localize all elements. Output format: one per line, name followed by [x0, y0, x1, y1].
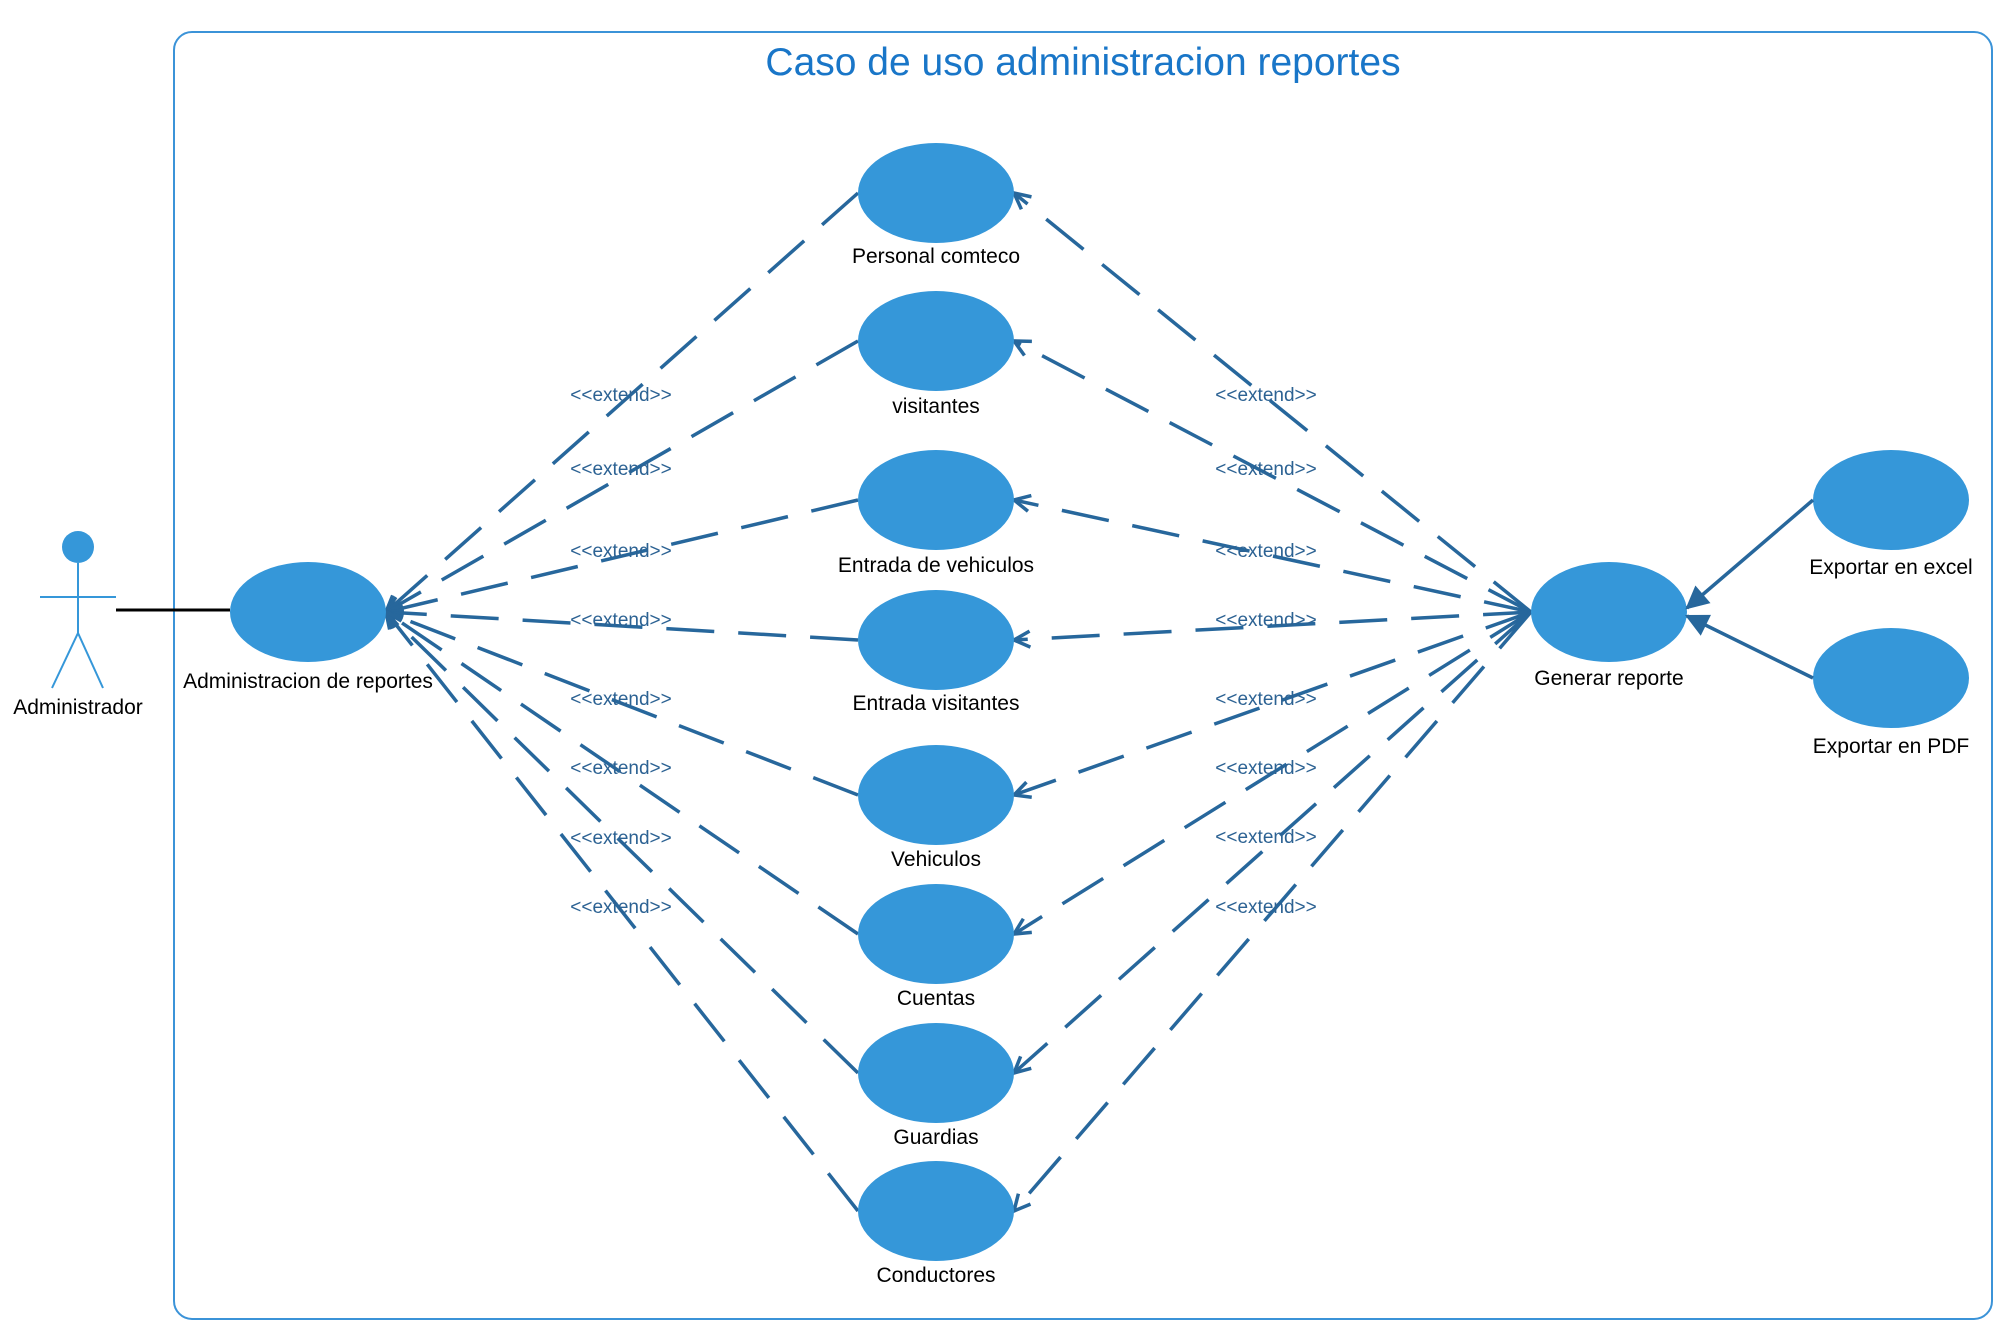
- use-case-vehiculos[interactable]: Vehiculos: [858, 745, 1014, 871]
- use-case-label: Exportar en PDF: [1813, 735, 1969, 758]
- use-case-generar-reporte[interactable]: Generar reporte: [1531, 562, 1687, 690]
- extend-line-from-generar-personal-comteco: [1014, 193, 1533, 614]
- extend-label-right-conductores: <<extend>>: [1215, 897, 1316, 918]
- use-case-label: Vehiculos: [891, 848, 981, 871]
- extend-label-left-vehiculos: <<extend>>: [570, 689, 671, 710]
- extend-label-right-vehiculos: <<extend>>: [1215, 689, 1316, 710]
- use-case-shape: [230, 562, 386, 662]
- use-case-entrada-visitantes[interactable]: Entrada visitantes: [853, 590, 1020, 715]
- extend-label-right-entrada-de-vehiculos: <<extend>>: [1215, 541, 1316, 562]
- use-case-personal-comteco[interactable]: Personal comteco: [852, 143, 1020, 268]
- use-case-shape: [858, 291, 1014, 391]
- use-case-visitantes[interactable]: visitantes: [858, 291, 1014, 418]
- use-case-label: Generar reporte: [1534, 667, 1683, 690]
- extend-line-from-generar-guardias: [1014, 610, 1533, 1073]
- relations-layer: <<extend>> <<extend>> <<extend>> <<extend>>…: [386, 191, 1533, 1213]
- use-case-shape: [858, 1161, 1014, 1261]
- use-case-guardias[interactable]: Guardias: [858, 1023, 1014, 1149]
- actor-administrador[interactable]: Administrador: [13, 531, 143, 719]
- use-case-label: Entrada de vehiculos: [838, 554, 1034, 577]
- actor-label: Administrador: [13, 696, 143, 719]
- use-case-shape: [858, 884, 1014, 984]
- use-case-label: Administracion de reportes: [183, 670, 433, 693]
- extend-line-from-generar-entrada-visitantes: [1014, 610, 1532, 640]
- use-case-cuentas[interactable]: Cuentas: [858, 884, 1014, 1010]
- extend-label-right-cuentas: <<extend>>: [1215, 758, 1316, 779]
- extend-line-to-administracion-personal-comteco: [386, 191, 860, 612]
- extend-line-to-administracion-visitantes: [386, 339, 859, 612]
- use-case-label: Guardias: [893, 1126, 978, 1149]
- system-boundary: [173, 31, 1993, 1320]
- use-case-shape: [858, 590, 1014, 690]
- extend-line-from-generar-cuentas: [1014, 610, 1532, 934]
- use-case-label: Entrada visitantes: [853, 692, 1020, 715]
- extend-label-left-cuentas: <<extend>>: [570, 758, 671, 779]
- extend-label-left-personal-comteco: <<extend>>: [570, 385, 671, 406]
- actor-head: [62, 531, 94, 563]
- actor-right-leg: [77, 632, 104, 689]
- actor-left-leg: [51, 632, 79, 689]
- use-case-shape: [1813, 628, 1969, 728]
- extend-line-from-generar-visitantes: [1014, 341, 1532, 614]
- extend-label-left-guardias: <<extend>>: [570, 828, 671, 849]
- generalization-pdf: [1687, 614, 1814, 680]
- use-case-exportar-en-pdf[interactable]: Exportar en PDF: [1813, 628, 1969, 758]
- use-case-conductores[interactable]: Conductores: [858, 1161, 1014, 1287]
- extend-label-right-visitantes: <<extend>>: [1215, 459, 1316, 480]
- extend-label-right-personal-comteco: <<extend>>: [1215, 385, 1316, 406]
- use-case-entrada-de-vehiculos[interactable]: Entrada de vehiculos: [838, 450, 1034, 577]
- extend-label-left-entrada-visitantes: <<extend>>: [570, 610, 671, 631]
- extend-line-from-generar-vehiculos: [1014, 610, 1532, 795]
- extend-line-to-administracion-vehiculos: [386, 612, 859, 797]
- extend-line-to-administracion-cuentas: [386, 612, 859, 936]
- use-case-administracion-de-reportes[interactable]: Administracion de reportes: [183, 562, 433, 693]
- extend-label-left-visitantes: <<extend>>: [570, 459, 671, 480]
- use-case-shape: [858, 745, 1014, 845]
- use-case-shape: [858, 143, 1014, 243]
- extend-line-to-administracion-guardias: [386, 612, 860, 1075]
- diagram-title: Caso de uso administracion reportes: [765, 41, 1400, 84]
- use-case-label: Exportar en excel: [1809, 556, 1972, 579]
- use-case-shape: [858, 1023, 1014, 1123]
- extend-label-left-conductores: <<extend>>: [570, 897, 671, 918]
- use-case-label: Personal comteco: [852, 245, 1020, 268]
- extend-line-to-administracion-conductores: [386, 612, 860, 1213]
- use-case-label: Cuentas: [897, 987, 975, 1010]
- use-case-shape: [1813, 450, 1969, 550]
- extend-line-to-administracion-entrada-visitantes: [386, 612, 859, 642]
- generalization-excel: [1687, 498, 1815, 608]
- extend-line-from-generar-entrada-de-vehiculos: [1014, 500, 1532, 614]
- use-case-label: Conductores: [876, 1264, 995, 1287]
- extend-label-left-entrada-de-vehiculos: <<extend>>: [570, 541, 671, 562]
- use-case-shape: [858, 450, 1014, 550]
- extend-line-to-administracion-entrada-de-vehiculos: [386, 498, 859, 612]
- extend-label-right-entrada-visitantes: <<extend>>: [1215, 610, 1316, 631]
- use-case-exportar-en-excel[interactable]: Exportar en excel: [1809, 450, 1973, 579]
- use-case-shape: [1531, 562, 1687, 662]
- use-case-label: visitantes: [892, 395, 980, 418]
- extend-label-right-guardias: <<extend>>: [1215, 827, 1316, 848]
- extend-line-from-generar-conductores: [1014, 610, 1533, 1211]
